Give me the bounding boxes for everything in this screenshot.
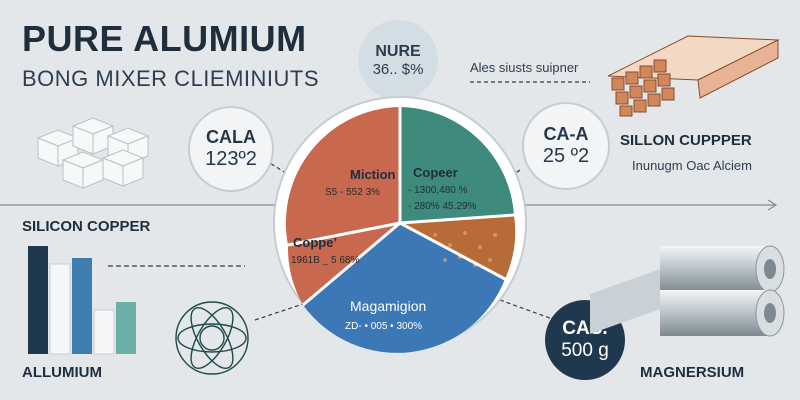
pie-texture-dots	[433, 231, 497, 267]
right-section-title: SILLON CUPPPER	[620, 132, 752, 149]
bar-teal	[116, 302, 136, 354]
pie-sub-coppe: 1961B _ 5 68%	[291, 255, 359, 266]
pie-sub1-copeer: - 1300,480 %	[408, 185, 468, 196]
copper-bars-illustration	[608, 35, 780, 117]
molecule-icon	[175, 301, 249, 375]
left-badge-title: CALA	[206, 127, 256, 147]
bottom-right-connector	[499, 299, 556, 321]
bar-white-short	[93, 309, 115, 355]
bar-illustration	[28, 246, 136, 355]
top-badge-title: NURE	[375, 42, 421, 60]
pie-label-miction: Miction	[350, 167, 396, 182]
pie-chart: Miction S5 - 552 3% Copeer - 1300,480 % …	[273, 96, 527, 353]
pie-slice-copeer	[400, 107, 514, 223]
page-title: PURE ALUMIUM	[22, 18, 307, 59]
annotation-text: Ales siusts suipner	[470, 60, 579, 75]
right-section-caption: Inunugm Oac Alciem	[632, 158, 752, 173]
top-badge: NURE 36.. $%	[358, 20, 438, 100]
cube-cluster-illustration	[36, 117, 150, 189]
pie-label-magamigion: Magamigion	[350, 298, 426, 314]
arrow-head-icon	[767, 199, 778, 211]
top-badge-value: 36.. $%	[372, 60, 424, 78]
pie-sub-magamigion: ZD- • 005 • 300%	[345, 321, 422, 332]
aluminium-rolls-illustration	[590, 245, 785, 337]
bar-white	[49, 263, 71, 355]
bottom-left-label: ALLUMIUM	[22, 364, 102, 381]
pie-label-copeer: Copeer	[413, 165, 458, 180]
left-badge-value: 123º2	[205, 148, 257, 170]
pie-slice-miction	[285, 107, 400, 245]
bottom-right-label: MAGNERSIUM	[640, 364, 745, 381]
left-badge: CALA 123º2	[188, 106, 274, 192]
pie-slice-coppe	[287, 223, 400, 305]
pie-label-coppe: Coppe’	[293, 235, 337, 250]
left-section-title: SILICON COPPER	[22, 218, 151, 235]
bar-blue	[72, 258, 92, 354]
right-badge-value: 25 º2	[542, 145, 590, 167]
pie-slice-texture	[400, 215, 516, 279]
bar-navy	[28, 246, 48, 354]
pie-sub-miction: S5 - 552 3%	[325, 187, 380, 198]
bottom-badge-value: 500 g	[561, 340, 609, 361]
pie-sub2-copeer: - 280% 45.29%	[408, 201, 476, 212]
right-badge-title: CA-A	[543, 124, 589, 144]
right-badge: CA-A 25 º2	[522, 102, 610, 190]
pie-slice-magamigion	[303, 223, 505, 353]
page-subtitle: BONG MIXER CLIEMINIUTS	[22, 66, 320, 91]
